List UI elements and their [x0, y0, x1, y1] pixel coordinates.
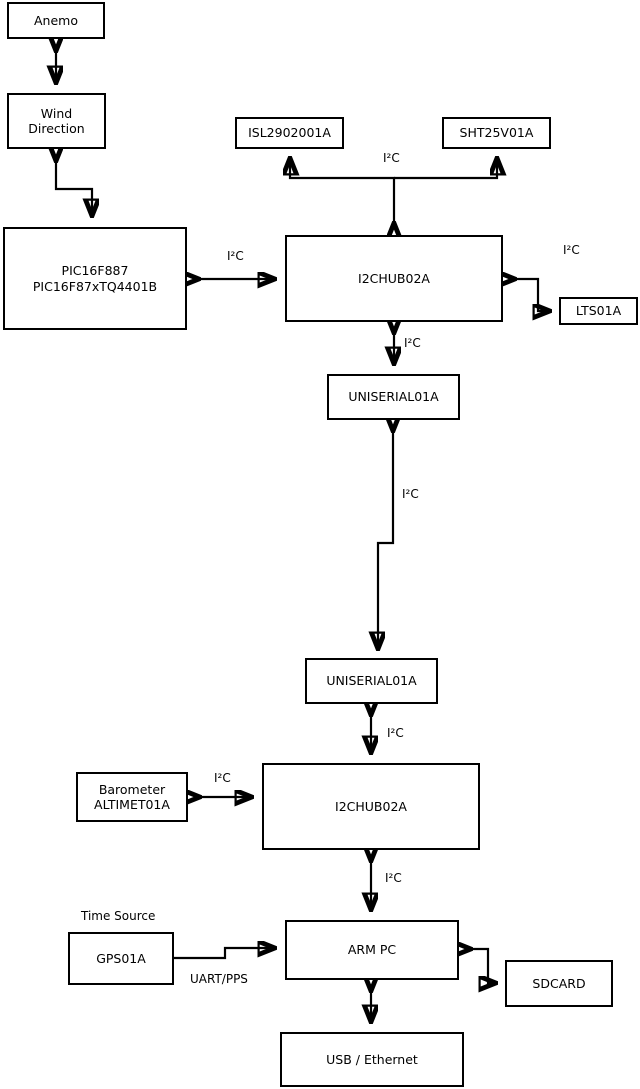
- edge-label-barometer-hub: I²C: [214, 771, 231, 785]
- node-i2chub02a-top[interactable]: I2CHUB02A: [285, 235, 503, 322]
- node-wind-direction-label: Wind Direction: [28, 106, 84, 137]
- node-wind-direction-line2: Direction: [28, 121, 85, 136]
- node-pic[interactable]: PIC16F887 PIC16F87xTQ4401B: [3, 227, 187, 330]
- node-wind-direction-line1: Wind: [40, 105, 73, 121]
- node-pic-label: PIC16F887 PIC16F87xTQ4401B: [33, 263, 157, 294]
- node-isl2902001a[interactable]: ISL2902001A: [235, 117, 344, 149]
- connector-uniserial-link: [378, 430, 393, 648]
- connector-hubtop-sensors: [290, 159, 497, 224]
- node-sht25v01a[interactable]: SHT25V01A: [442, 117, 551, 149]
- node-i2chub02a-bottom-label: I2CHUB02A: [335, 798, 407, 814]
- edge-label-gps-arm: UART/PPS: [190, 972, 248, 986]
- node-barometer-line2: ALTIMET01A: [94, 797, 170, 812]
- edge-label-hub-arm: I²C: [385, 871, 402, 885]
- edge-label-pic-hub: I²C: [227, 249, 244, 263]
- node-uniserial01a-bottom-label: UNISERIAL01A: [326, 673, 417, 689]
- node-arm-pc-label: ARM PC: [347, 942, 397, 958]
- connector-gps-armpc: [174, 948, 274, 960]
- node-gps01a-label: GPS01A: [96, 950, 146, 966]
- connector-hubtop-lts: [514, 279, 549, 311]
- edge-label-hub-sensors: I²C: [383, 151, 400, 165]
- edge-label-uniserial-hub-bottom: I²C: [387, 726, 404, 740]
- node-wind-direction[interactable]: Wind Direction: [7, 93, 106, 149]
- connector-wind-pic: [56, 160, 92, 215]
- node-sdcard-label: SDCARD: [532, 975, 586, 991]
- node-anemo[interactable]: Anemo: [7, 2, 105, 39]
- label-time-source: Time Source: [81, 909, 156, 923]
- node-pic-line1: PIC16F887: [61, 263, 129, 279]
- node-barometer[interactable]: Barometer ALTIMET01A: [76, 772, 188, 822]
- node-usb-ethernet-label: USB / Ethernet: [326, 1051, 418, 1067]
- node-barometer-line1: Barometer: [98, 781, 166, 797]
- node-barometer-label: Barometer ALTIMET01A: [94, 782, 170, 813]
- node-i2chub02a-top-label: I2CHUB02A: [358, 270, 430, 286]
- node-uniserial01a-top-label: UNISERIAL01A: [348, 389, 439, 405]
- node-gps01a[interactable]: GPS01A: [68, 932, 174, 985]
- node-lts01a[interactable]: LTS01A: [559, 297, 638, 325]
- node-usb-ethernet[interactable]: USB / Ethernet: [280, 1032, 464, 1087]
- node-arm-pc[interactable]: ARM PC: [285, 920, 459, 980]
- node-uniserial01a-top[interactable]: UNISERIAL01A: [327, 374, 460, 420]
- node-i2chub02a-bottom[interactable]: I2CHUB02A: [262, 763, 480, 850]
- node-isl2902001a-label: ISL2902001A: [248, 125, 331, 141]
- edge-label-uniserial-link: I²C: [402, 487, 419, 501]
- edge-label-hub-lts: I²C: [563, 243, 580, 257]
- node-sht25v01a-label: SHT25V01A: [459, 125, 534, 141]
- node-uniserial01a-bottom[interactable]: UNISERIAL01A: [305, 658, 438, 704]
- node-sdcard[interactable]: SDCARD: [505, 960, 613, 1007]
- connector-armpc-sdcard: [470, 949, 495, 983]
- node-lts01a-label: LTS01A: [575, 303, 622, 319]
- edge-label-hub-uniserial: I²C: [404, 336, 421, 350]
- node-anemo-label: Anemo: [34, 12, 78, 28]
- node-pic-line2: PIC16F87xTQ4401B: [32, 278, 158, 294]
